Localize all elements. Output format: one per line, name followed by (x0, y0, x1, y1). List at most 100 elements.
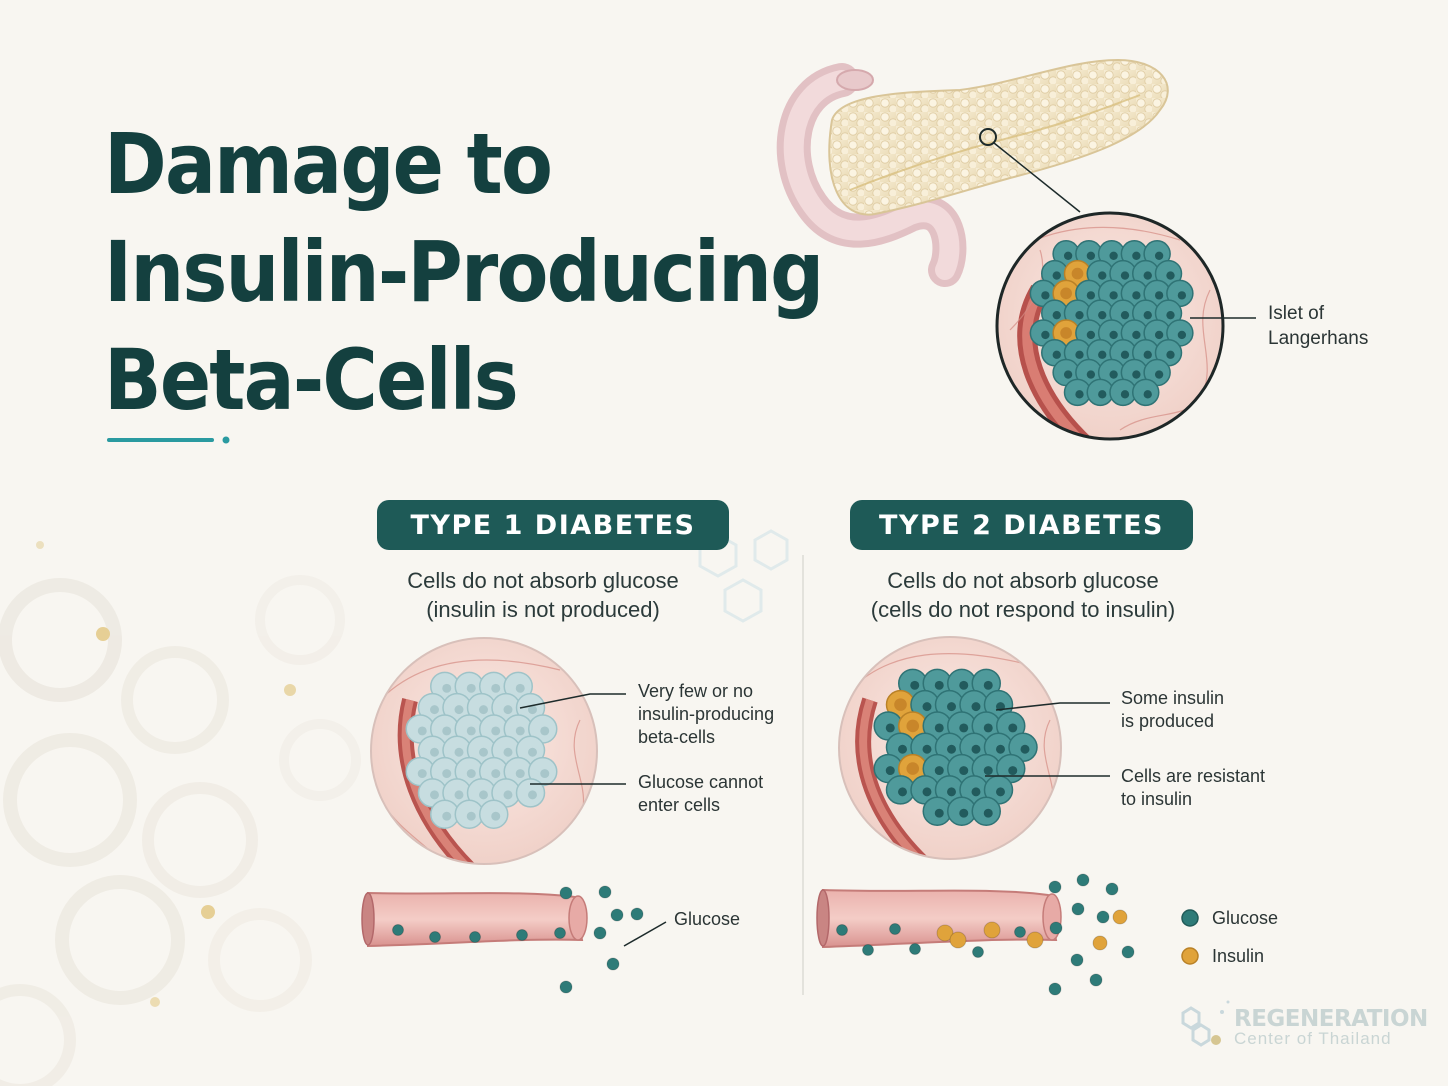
logo-line-1: REGENERATION (1234, 1006, 1428, 1032)
type1-callout2-line-2: enter cells (638, 795, 721, 815)
islet-cell-nucleus (1075, 350, 1084, 359)
type2-glucose-molecule (1076, 873, 1090, 887)
type2-islet-circle (838, 636, 1062, 860)
islet-cell-nucleus (1166, 311, 1175, 320)
type2-subtitle: Cells do not absorb glucose (cells do no… (793, 566, 1253, 624)
type1-subtitle-line-1: Cells do not absorb glucose (407, 568, 679, 593)
type1-callout1-line-3: beta-cells (638, 727, 716, 747)
type1-cell-nucleus (442, 683, 452, 693)
type2-callout-insulin: Some insulin is produced (1121, 687, 1224, 733)
type2-cell-nucleus (898, 744, 907, 754)
legend-glucose-label: Glucose (1212, 908, 1279, 928)
type1-glucose-molecule (610, 908, 624, 922)
type1-glucose-molecule (469, 931, 481, 943)
type1-cell-nucleus (454, 705, 464, 715)
type2-cell-nucleus (922, 787, 932, 797)
type2-glucose-molecule (972, 946, 984, 958)
islet-label-line-1: Islet of (1268, 303, 1324, 324)
islet-cell-nucleus (1075, 390, 1084, 399)
islet-cell-nucleus (1075, 311, 1084, 320)
type1-callout1-line-2: insulin-producing (638, 704, 775, 724)
type2-callout1-line-1: Some insulin (1121, 688, 1225, 708)
islet-cell-nucleus (1109, 370, 1118, 379)
type2-insulin-molecule (949, 931, 967, 949)
type1-cell-nucleus (503, 705, 513, 715)
logo-mark (1181, 1000, 1230, 1047)
type2-glucose-molecule (1105, 882, 1119, 896)
type1-cell-nucleus (442, 769, 452, 779)
islet-magnified-circle (995, 211, 1225, 441)
islet-cell-nucleus (1166, 271, 1175, 280)
type2-cell-nucleus (910, 680, 920, 690)
islet-cell-nucleus (1154, 291, 1164, 300)
type1-cell-nucleus (417, 769, 427, 779)
type2-cell-nucleus (996, 744, 1005, 754)
type1-glucose-molecule (593, 926, 607, 940)
islet-cell-nucleus (1177, 291, 1187, 300)
type2-glucose-molecule (862, 944, 874, 956)
legend-glucose-marker (1181, 909, 1199, 927)
type2-glucose-molecule (1070, 953, 1084, 967)
type1-cell-nucleus (417, 726, 427, 736)
islet-cell-nucleus (1177, 330, 1187, 340)
type1-glucose-label: Glucose (674, 909, 741, 929)
type2-cell-nucleus (996, 787, 1005, 797)
islet-cell-nucleus (1143, 311, 1152, 320)
islet-cell-nucleus (1063, 370, 1073, 379)
type2-cell-nucleus (959, 766, 969, 776)
legend-insulin-label: Insulin (1212, 946, 1265, 966)
type1-cell-nucleus (430, 747, 439, 757)
islet-cell-nucleus (1132, 330, 1141, 340)
type1-callout1-line-1: Very few or no (638, 681, 754, 701)
type2-glucose-molecule (1071, 902, 1085, 916)
islet-cell-nucleus (1063, 251, 1073, 260)
type2-cell-nucleus (1020, 744, 1030, 754)
type1-glucose-molecule (429, 931, 441, 943)
islet-cell-nucleus (1143, 271, 1152, 280)
islet-label: Islet of Langerhans (1268, 301, 1368, 351)
background-cells-decoration (0, 575, 361, 1086)
type2-glucose-molecule (1049, 921, 1063, 935)
type1-glucose-molecule (559, 980, 573, 994)
type2-cell-nucleus (922, 702, 932, 712)
type2-cell-nucleus (971, 787, 981, 797)
type1-cell-nucleus (454, 747, 464, 757)
type2-badge: TYPE 2 DIABETES (850, 500, 1193, 550)
type1-cell-nucleus (491, 769, 501, 779)
islet-cell-nucleus (1086, 330, 1096, 340)
type1-callout-glucose: Glucose cannot enter cells (638, 771, 763, 817)
type1-callout-beta-cells: Very few or no insulin-producing beta-ce… (638, 680, 774, 749)
islet-cell-nucleus (1120, 390, 1130, 399)
type1-glucose-molecule (554, 927, 566, 939)
type1-cell-nucleus (540, 769, 550, 779)
islet-cell-nucleus (1086, 370, 1096, 379)
islet-cell-nucleus (1098, 350, 1107, 359)
islet-cell-nucleus (1132, 291, 1141, 300)
type1-cell-nucleus (515, 683, 525, 693)
type1-glucose-molecule (630, 907, 644, 921)
pancreas-illustration (776, 58, 1169, 287)
islet-label-line-2: Langerhans (1268, 328, 1369, 349)
type1-callout2-line-1: Glucose cannot (638, 772, 764, 792)
type1-glucose-molecule (559, 886, 573, 900)
islet-cell-nucleus (1120, 311, 1130, 320)
type2-cell-nucleus (947, 787, 956, 797)
islet-cell-nucleus (1098, 271, 1107, 280)
type2-cell-nucleus (971, 744, 981, 754)
type1-cell-nucleus (503, 747, 513, 757)
type1-cell-nucleus (503, 790, 513, 800)
type1-cell-nucleus (466, 683, 476, 693)
type2-glucose-molecule (1121, 945, 1135, 959)
type1-glucose-molecule (598, 885, 612, 899)
islet-cell-nucleus (1098, 390, 1107, 399)
islet-cell-nucleus (1041, 291, 1050, 300)
type1-cell-nucleus (491, 726, 501, 736)
type2-cell-nucleus (1008, 723, 1018, 733)
type1-cell-nucleus (515, 769, 525, 779)
islet-cell-nucleus (1109, 330, 1118, 340)
type2-cell-nucleus (983, 723, 993, 733)
type1-cell-nucleus (479, 747, 488, 757)
type2-insulin-molecule (983, 921, 1001, 939)
type1-cell-nucleus (491, 683, 501, 693)
type1-subtitle-line-2: (insulin is not produced) (426, 597, 660, 622)
